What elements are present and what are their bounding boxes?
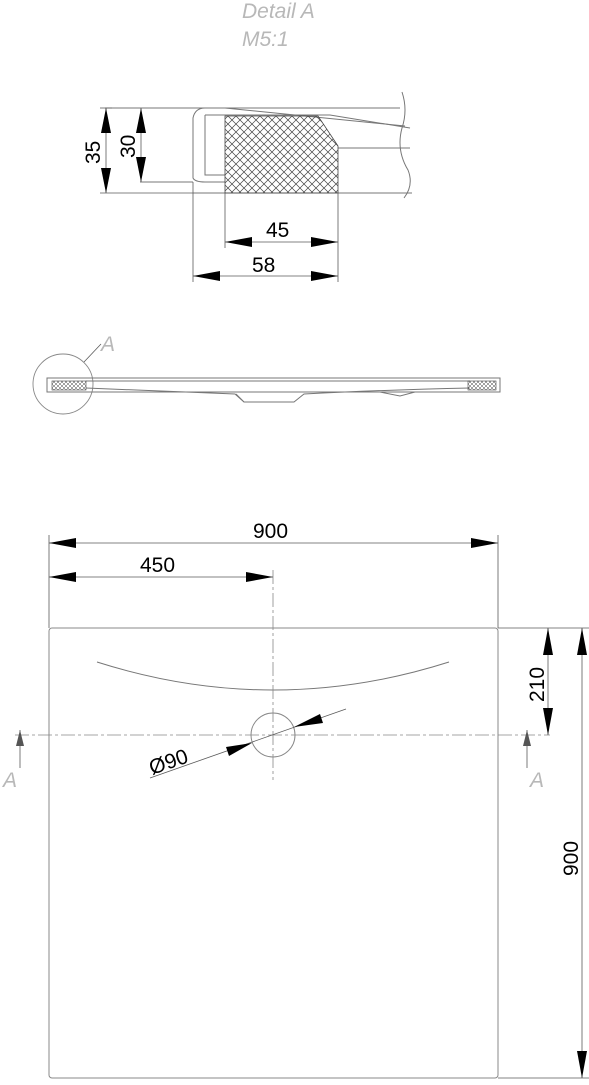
dimension-450: 450 — [49, 554, 273, 582]
section-view: A — [32, 333, 501, 415]
dim-width-outer: 58 — [252, 254, 275, 277]
dim-height-outer: 35 — [82, 141, 105, 164]
dimension-900-width: 900 — [48, 520, 499, 628]
dimension-210: 210 — [498, 627, 589, 735]
dim-depth-total: 900 — [560, 841, 583, 876]
detail-title: Detail A — [242, 0, 315, 23]
dimension-900-depth: 900 — [498, 628, 589, 1079]
plan-view: Ø90 A A 900 450 — [1, 520, 589, 1079]
section-marker-left: A — [1, 730, 24, 792]
section-seal-left — [51, 380, 87, 391]
dimension-30: 30 — [117, 108, 146, 182]
svg-text:A: A — [528, 769, 544, 792]
section-marker-right: A — [523, 730, 544, 792]
tray-outline — [48, 627, 499, 1079]
dim-drain-offset-y: 210 — [526, 667, 549, 702]
seal-hatch — [224, 115, 339, 194]
detail-a: Detail A M5:1 35 — [82, 0, 412, 282]
dim-drain-diameter: Ø90 — [146, 745, 191, 780]
dim-height-inner: 30 — [117, 135, 140, 158]
callout-label: A — [99, 333, 115, 356]
dim-drain-offset-x: 450 — [140, 554, 175, 577]
dimension-45: 45 — [224, 193, 339, 282]
svg-text:A: A — [1, 769, 17, 792]
detail-profile — [105, 91, 412, 199]
dimension-35: 35 — [82, 107, 193, 194]
dimension-drain-diameter: Ø90 — [146, 708, 347, 780]
dim-width-inner: 45 — [266, 219, 289, 242]
dim-width-total: 900 — [253, 520, 288, 543]
detail-callout-circle — [32, 353, 94, 415]
section-seal-right — [467, 380, 497, 391]
detail-scale: M5:1 — [242, 28, 289, 51]
drain — [250, 712, 296, 758]
dimension-58: 58 — [192, 182, 338, 282]
